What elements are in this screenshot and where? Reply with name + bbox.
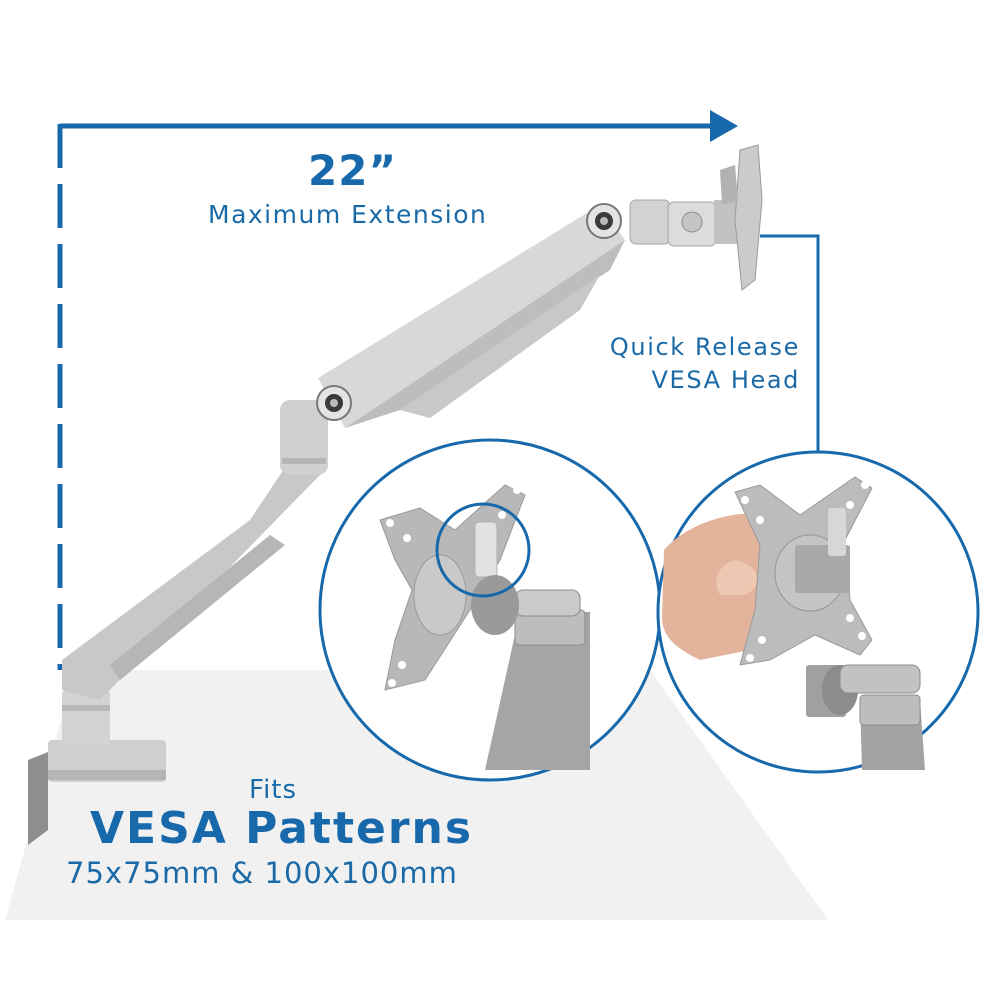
arrow-right-icon	[710, 110, 738, 142]
quick-release-label-line1: Quick Release	[609, 333, 800, 361]
monitor-arm	[28, 144, 763, 845]
desk-surface	[5, 670, 828, 920]
vesa-sizes: 75x75mm & 100x100mm	[66, 856, 458, 890]
vesa-title: VESA Patterns	[90, 803, 474, 854]
vesa-prefix: Fits	[249, 775, 298, 805]
quick-release-label-line2: VESA Head	[651, 366, 800, 394]
extension-label: Maximum Extension	[208, 200, 488, 229]
callout-line-icon	[760, 234, 820, 452]
extension-value: 22”	[308, 146, 398, 195]
extension-dimension-line	[57, 110, 738, 670]
vesa-detail-circle	[318, 438, 662, 782]
quick-release-detail-circle	[656, 450, 980, 774]
